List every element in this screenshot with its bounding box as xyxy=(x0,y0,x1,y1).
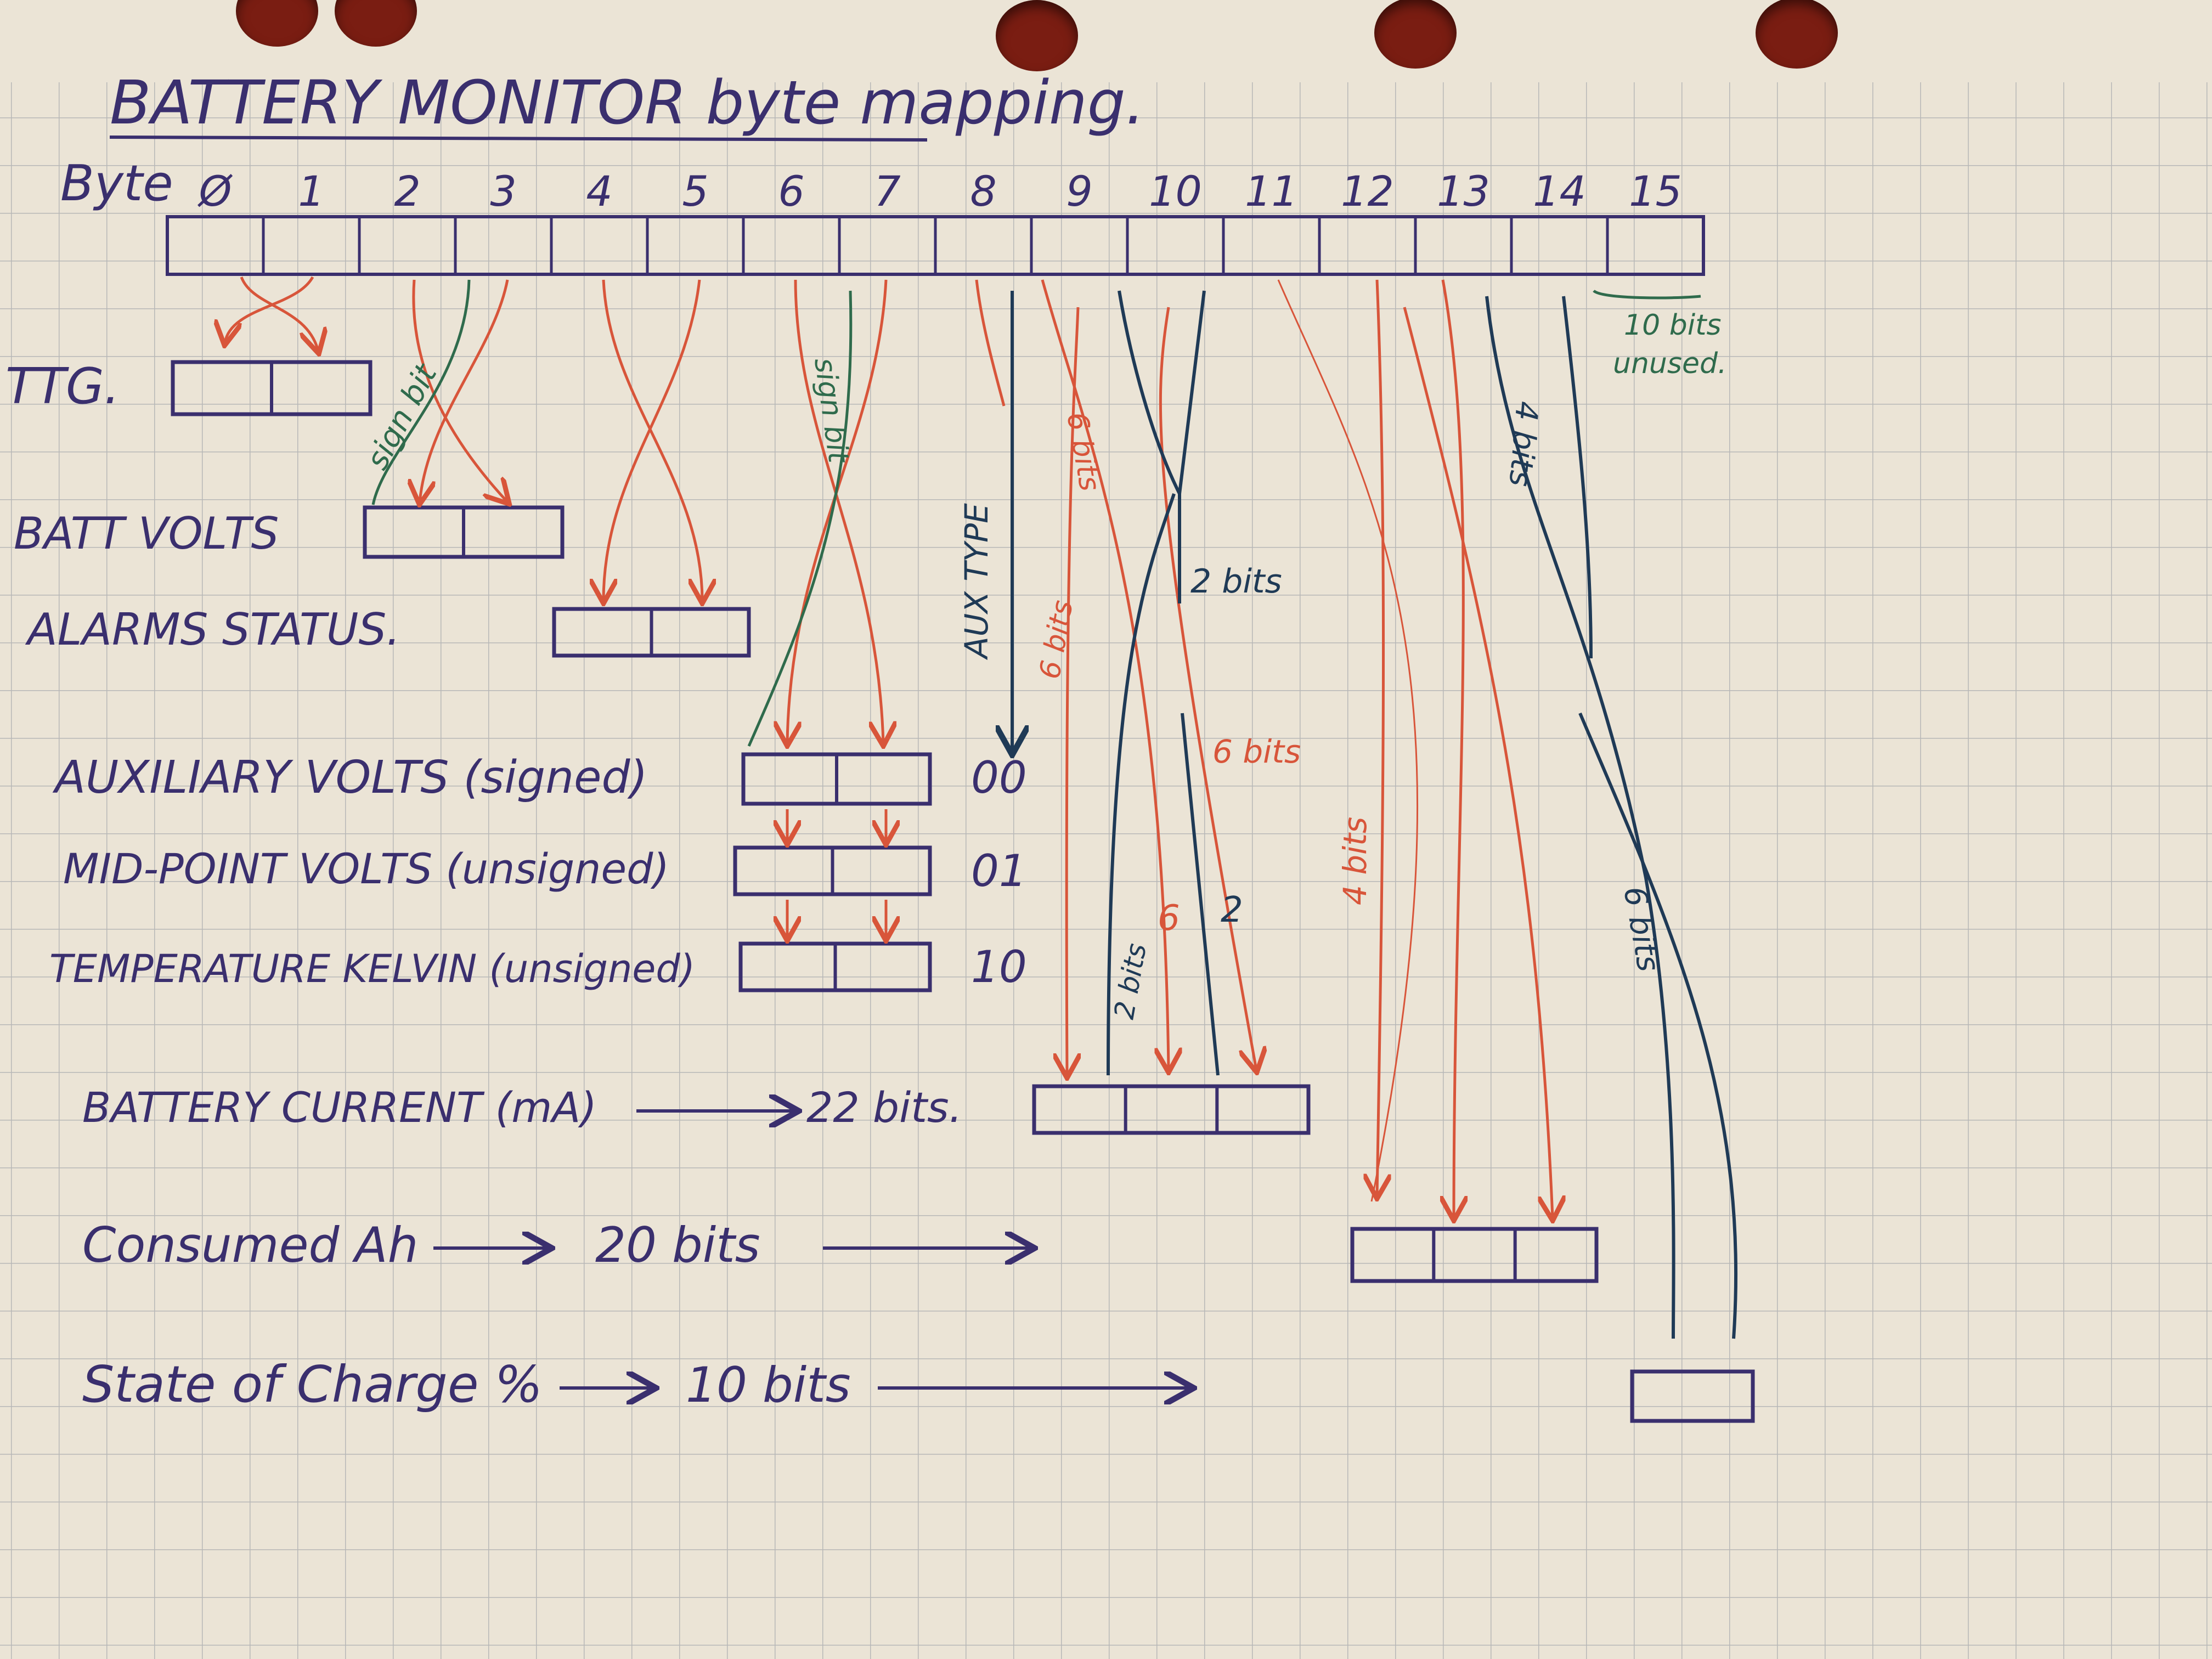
aux-type-label: AUX TYPE xyxy=(958,503,995,661)
sign-bit-line-batt xyxy=(371,279,471,505)
four-bits-label-dark: 4 bits xyxy=(1502,400,1544,488)
consumed-box xyxy=(1350,1227,1599,1283)
aux-code-00: 00 xyxy=(971,752,1027,803)
consumed-bits-note: 20 bits xyxy=(595,1217,760,1273)
title-underline xyxy=(109,136,928,142)
unused-bracket xyxy=(1593,289,1701,300)
current-dark-line xyxy=(1118,290,1181,495)
byte-index-4: 4 xyxy=(586,167,612,216)
byte-label: Byte xyxy=(60,155,173,212)
field-boxes xyxy=(171,360,1755,1423)
label-ttg: TTG. xyxy=(5,358,120,415)
batt-volts-arrow xyxy=(420,279,509,502)
byte-index-0: Ø xyxy=(198,167,233,216)
consumed-arrow xyxy=(1277,279,1419,1202)
soc-dark-line xyxy=(1562,296,1593,659)
graph-paper-grid xyxy=(0,82,2212,1659)
green-sign-bit-lines xyxy=(371,279,1701,747)
soc-box xyxy=(1630,1369,1755,1423)
byte-index-5: 5 xyxy=(682,167,708,216)
sign-bit-line-aux xyxy=(747,290,853,747)
label-batt-volts: BATT VOLTS xyxy=(14,508,279,559)
byte-cells xyxy=(166,215,1705,276)
current-box xyxy=(1032,1084,1311,1135)
label-consumed-ah: Consumed Ah xyxy=(82,1217,418,1273)
dark-mapping-lines xyxy=(1012,290,1738,1339)
ttg-arrow xyxy=(225,276,314,343)
red-mapping-lines xyxy=(225,276,1553,1218)
aux-code-01: 01 xyxy=(971,845,1027,896)
current-arrow xyxy=(975,279,1006,407)
soc-dark-line xyxy=(1578,712,1738,1339)
current-dark-line xyxy=(1181,713,1220,1076)
byte-index-8: 8 xyxy=(970,167,996,216)
current-dark-line xyxy=(1107,493,1176,1076)
punch-hole xyxy=(996,0,1078,71)
byte-index-14: 14 xyxy=(1533,167,1586,216)
alarms-arrow xyxy=(603,279,701,601)
punch-hole xyxy=(1756,0,1838,69)
punch-hole xyxy=(1374,0,1457,69)
aux-volts-arrow xyxy=(794,279,883,743)
two-label: 2 xyxy=(1221,890,1243,930)
six-bits-label-c: 6 bits xyxy=(1212,733,1301,770)
label-temperature: TEMPERATURE KELVIN (unsigned) xyxy=(49,946,695,991)
byte-index-2: 2 xyxy=(394,167,420,216)
page-title: BATTERY MONITOR byte mapping. xyxy=(110,67,1145,138)
consumed-arrow xyxy=(1377,279,1384,1196)
byte-index-1: 1 xyxy=(298,167,324,216)
byte-index-6: 6 xyxy=(778,167,804,216)
consumed-arrow xyxy=(1403,307,1553,1218)
consumed-arrow xyxy=(1443,279,1463,1218)
batt-volts-arrow xyxy=(412,279,507,502)
label-aux-volts: AUXILIARY VOLTS (signed) xyxy=(52,752,648,804)
byte-index-13: 13 xyxy=(1437,167,1490,216)
byte-index-10: 10 xyxy=(1149,167,1202,216)
byte-index-11: 11 xyxy=(1245,167,1298,216)
byte-index-9: 9 xyxy=(1066,167,1092,216)
soc-bits-note: 10 bits xyxy=(686,1357,851,1413)
label-battery-current: BATTERY CURRENT (mA) xyxy=(82,1083,597,1132)
current-arrow xyxy=(1041,279,1169,1070)
label-alarms-status: ALARMS STATUS. xyxy=(25,604,400,655)
six-label: 6 xyxy=(1158,898,1180,939)
aux-code-10: 10 xyxy=(971,941,1027,992)
unused-label-line2: unused. xyxy=(1613,347,1727,380)
two-bits-label-a: 2 bits xyxy=(1190,562,1282,601)
current-bits-note: 22 bits. xyxy=(806,1083,962,1132)
byte-index-3: 3 xyxy=(490,167,516,216)
current-arrow xyxy=(1066,307,1078,1075)
unused-label-line1: 10 bits xyxy=(1624,309,1722,342)
byte-index-12: 12 xyxy=(1341,167,1394,216)
ttg-arrow xyxy=(240,276,318,351)
alarms-arrow xyxy=(602,279,702,601)
four-bits-label-red: 4 bits xyxy=(1336,817,1374,905)
current-dark-line xyxy=(1178,290,1206,494)
label-state-of-charge: State of Charge % xyxy=(82,1355,543,1414)
byte-index-15: 15 xyxy=(1629,167,1682,216)
label-mid-point-volts: MID-POINT VOLTS (unsigned) xyxy=(63,844,669,893)
byte-index-7: 7 xyxy=(874,167,900,216)
